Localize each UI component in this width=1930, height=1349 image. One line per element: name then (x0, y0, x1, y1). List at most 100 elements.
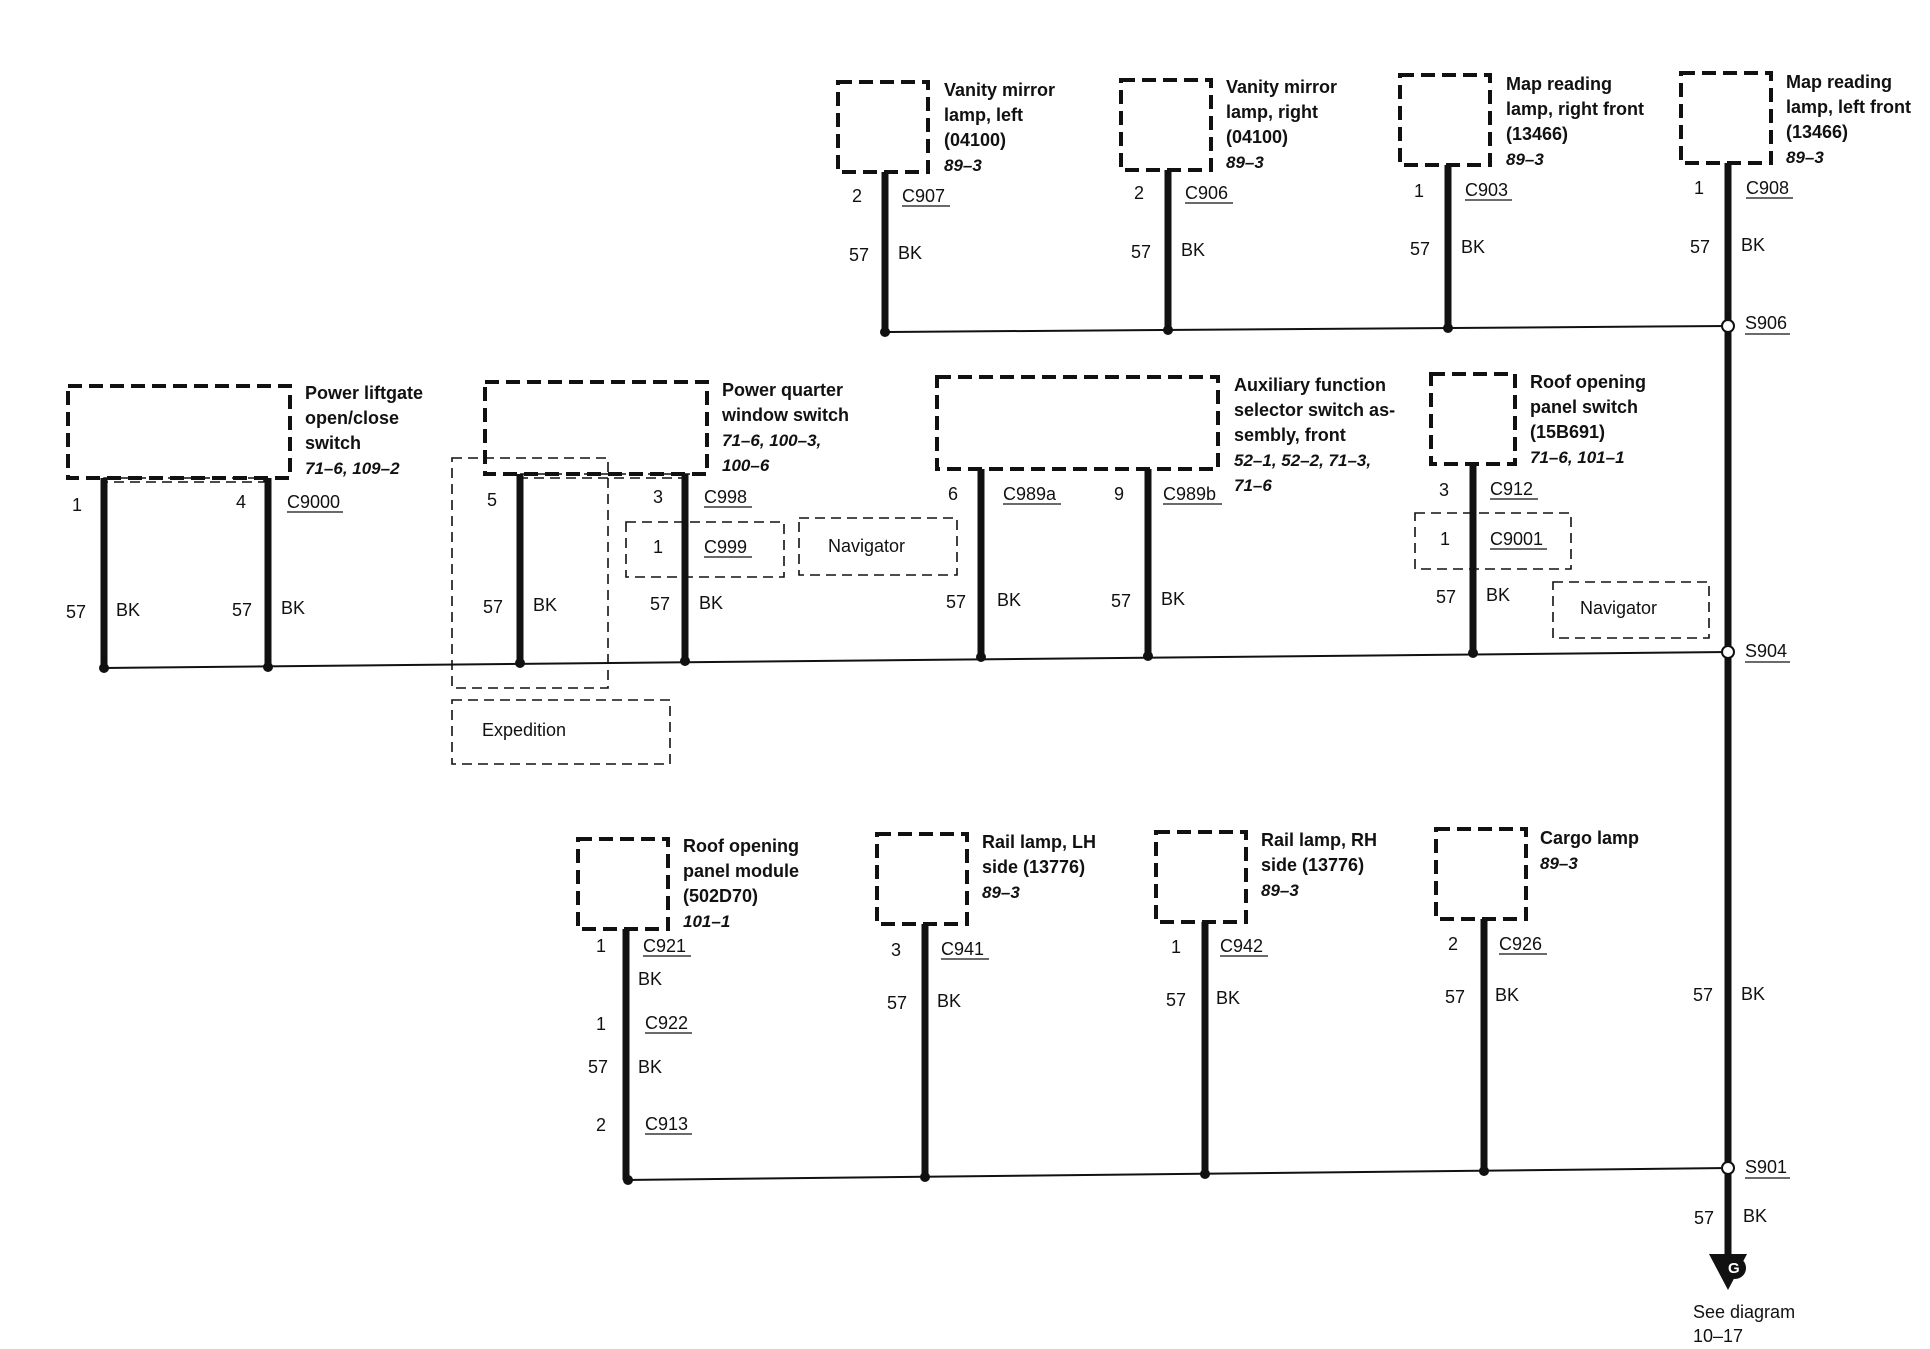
cargo-color: BK (1495, 985, 1519, 1005)
vanity-right-color: BK (1181, 240, 1205, 260)
aux-selector-name-1: Auxiliary function (1234, 375, 1386, 395)
roof-module-color-upper: BK (638, 969, 662, 989)
aux-selector-color-9: BK (1161, 589, 1185, 609)
map-left-name-2: lamp, left front (1786, 97, 1911, 117)
rail-lh-connector-c941: C941 (941, 939, 984, 959)
liftgate-name-3: switch (305, 433, 361, 453)
cargo-junction (1479, 1166, 1489, 1176)
bus-s906 (884, 325, 1729, 333)
navigator-right-label: Navigator (1580, 598, 1657, 618)
variant-navigator-left: Navigator (798, 517, 958, 576)
component-aux-selector: Auxiliary function selector switch as- s… (935, 375, 1395, 662)
quarter-window-color-5: BK (533, 595, 557, 615)
quarter-window-ref-1: 71–6, 100–3, (722, 431, 821, 450)
aux-selector-box (935, 375, 1220, 471)
aux-selector-junction-9 (1143, 651, 1153, 661)
roof-module-color-lower: BK (638, 1057, 662, 1077)
rail-lh-pin-3: 3 (891, 940, 901, 960)
map-right-circuit: 57 (1410, 239, 1430, 259)
chain-c922-connector: C922 (645, 1013, 688, 1033)
expedition-wire-outline (451, 457, 609, 689)
chain-c913-pin: 2 (596, 1115, 606, 1135)
roof-switch-name-1: Roof opening (1530, 372, 1646, 392)
trunk-color-bottom: BK (1743, 1206, 1767, 1226)
map-right-name-1: Map reading (1506, 74, 1612, 94)
cargo-name-1: Cargo lamp (1540, 828, 1639, 848)
rail-rh-name-2: side (13776) (1261, 855, 1364, 875)
component-vanity-right: Vanity mirror lamp, right (04100) 89–3 2… (1119, 77, 1337, 335)
trunk-circuit-mid: 57 (1693, 985, 1713, 1005)
c9001-pin: 1 (1440, 529, 1450, 549)
aux-selector-circuit-6: 57 (946, 592, 966, 612)
component-map-left: Map reading lamp, left front (13466) 89–… (1679, 71, 1911, 330)
liftgate-junction-1 (99, 663, 109, 673)
component-rail-rh: Rail lamp, RH side (13776) 89–3 1 C942 5… (1154, 830, 1377, 1179)
quarter-window-name-2: window switch (721, 405, 849, 425)
chain-c922-pin: 1 (596, 1014, 606, 1034)
map-left-color: BK (1741, 235, 1765, 255)
liftgate-pin-1: 1 (72, 495, 82, 515)
map-right-connector: C903 (1465, 180, 1508, 200)
ground-note-1: See diagram (1693, 1302, 1795, 1322)
cargo-ref: 89–3 (1540, 854, 1578, 873)
quarter-window-junction-3 (680, 656, 690, 666)
vanity-right-circuit: 57 (1131, 242, 1151, 262)
map-left-ref: 89–3 (1786, 148, 1824, 167)
component-quarter-window: Power quarter window switch 71–6, 100–3,… (483, 380, 849, 668)
aux-selector-ref-2: 71–6 (1234, 476, 1272, 495)
roof-switch-ref-1: 71–6, 101–1 (1530, 448, 1625, 467)
splice-s904-label: S904 (1745, 641, 1787, 661)
aux-selector-color-6: BK (997, 590, 1021, 610)
quarter-window-color-3: BK (699, 593, 723, 613)
aux-selector-pin-6: 6 (948, 484, 958, 504)
vanity-left-circuit: 57 (849, 245, 869, 265)
rail-lh-circuit: 57 (887, 993, 907, 1013)
c999-pin: 1 (653, 537, 663, 557)
ground-symbol: G See diagram 10–17 (1693, 1254, 1795, 1346)
liftgate-color-1: BK (116, 600, 140, 620)
rail-rh-color: BK (1216, 988, 1240, 1008)
map-left-connector: C908 (1746, 178, 1789, 198)
roof-switch-name-3: (15B691) (1530, 422, 1605, 442)
aux-selector-name-3: sembly, front (1234, 425, 1346, 445)
cargo-connector-c926: C926 (1499, 934, 1542, 954)
map-left-name-1: Map reading (1786, 72, 1892, 92)
quarter-window-junction-5 (515, 658, 525, 668)
vanity-left-junction (880, 327, 890, 337)
vanity-left-box (836, 80, 930, 174)
liftgate-box (66, 384, 292, 480)
roof-switch-color: BK (1486, 585, 1510, 605)
vanity-right-name-1: Vanity mirror (1226, 77, 1337, 97)
vanity-right-name-3: (04100) (1226, 127, 1288, 147)
cargo-circuit: 57 (1445, 987, 1465, 1007)
navigator-left-label: Navigator (828, 536, 905, 556)
rail-rh-ref: 89–3 (1261, 881, 1299, 900)
rail-rh-box (1154, 830, 1248, 924)
vanity-right-junction (1163, 325, 1173, 335)
roof-switch-circuit: 57 (1436, 587, 1456, 607)
aux-selector-pin-9: 9 (1114, 484, 1124, 504)
splice-s906-dot (1721, 319, 1735, 333)
map-left-name-3: (13466) (1786, 122, 1848, 142)
map-left-pin: 1 (1694, 178, 1704, 198)
component-vanity-left: Vanity mirror lamp, left (04100) 89–3 2 … (836, 80, 1055, 337)
vanity-left-color: BK (898, 243, 922, 263)
navigator-left-box (798, 517, 958, 576)
quarter-window-circuit-3: 57 (650, 594, 670, 614)
vanity-right-pin: 2 (1134, 183, 1144, 203)
map-right-name-2: lamp, right front (1506, 99, 1644, 119)
liftgate-circuit-4: 57 (232, 600, 252, 620)
map-right-name-3: (13466) (1506, 124, 1568, 144)
aux-selector-circuit-9: 57 (1111, 591, 1131, 611)
quarter-window-circuit-5: 57 (483, 597, 503, 617)
liftgate-junction-4 (263, 662, 273, 672)
navigator-right-box (1552, 581, 1710, 639)
component-rail-lh: Rail lamp, LH side (13776) 89–3 3 C941 5… (875, 832, 1096, 1182)
rail-rh-name-1: Rail lamp, RH (1261, 830, 1377, 850)
vanity-left-ref: 89–3 (944, 156, 982, 175)
rail-lh-name-2: side (13776) (982, 857, 1085, 877)
inline-connector-c999: 1 C999 (625, 521, 785, 578)
roof-module-name-3: (502D70) (683, 886, 758, 906)
liftgate-color-4: BK (281, 598, 305, 618)
